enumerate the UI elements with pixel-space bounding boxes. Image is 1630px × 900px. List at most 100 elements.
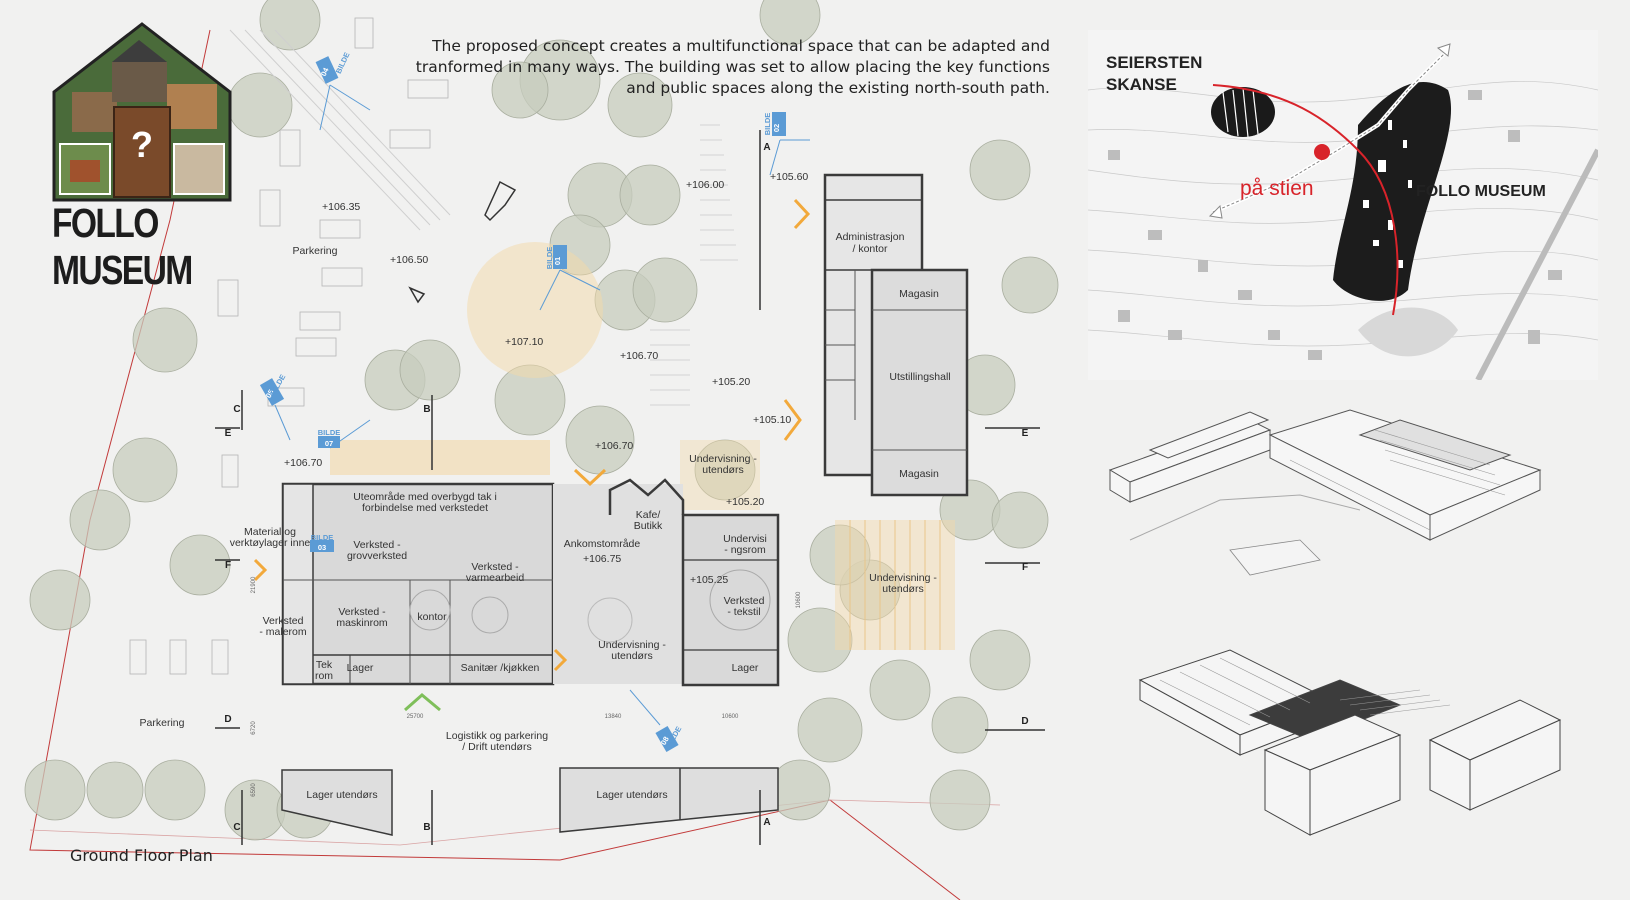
- room-label-logistikk-1: Logistikk og parkering: [446, 730, 548, 742]
- axonometric-drawing: [1138, 649, 1562, 836]
- section-mark: D: [1021, 716, 1028, 727]
- level-label: +106.75: [583, 553, 621, 565]
- room-label-lager-ute-left: Lager utendørs: [306, 789, 377, 801]
- room-label-verksted-tekstil-2: - tekstil: [727, 606, 760, 618]
- map-label-museum: FOLLO MUSEUM: [1416, 183, 1546, 200]
- dimension-labels: 21900 25700 13840 10600 6720 6590 10600: [251, 576, 802, 797]
- section-mark: D: [224, 714, 231, 725]
- room-label-ankomst: Ankomstområde: [564, 538, 641, 550]
- room-label-verksted-grov-2: grovverksted: [347, 550, 407, 562]
- room-label-undervisning-right-1: Undervisning -: [869, 572, 937, 584]
- room-label-lager-left: Lager: [347, 662, 374, 674]
- house-photo-collage-icon: ?: [52, 22, 232, 202]
- section-mark: C: [233, 404, 240, 415]
- axonometric-drawing: [1108, 409, 1542, 576]
- room-label-material-2: verktøylager inne: [230, 537, 311, 549]
- site-context-map: SEIERSTEN SKANSE på stien FOLLO MUSEUM: [1088, 30, 1598, 380]
- room-label-verksted-maler-1: Verksted: [263, 615, 304, 627]
- level-label: +106.50: [390, 254, 428, 266]
- section-mark: F: [225, 560, 231, 571]
- dimension-value: 21900: [251, 576, 257, 593]
- path-line: [1212, 84, 1399, 316]
- room-label-verksted-maler-2: - malerom: [259, 626, 307, 638]
- photo-tag-word: BILDE: [318, 428, 341, 437]
- follo-museum-logo: ? FOLLO MUSEUM: [52, 22, 232, 293]
- room-label-utstilling: Utstillingshall: [889, 371, 950, 383]
- axonometric-view-top: [1100, 400, 1600, 615]
- room-label-undervisning-top-2: utendørs: [702, 464, 743, 476]
- photo-tag-id: 03: [318, 543, 326, 552]
- level-labels: +106.35 +106.50 +106.00 +105.60 +107.10 …: [284, 171, 808, 586]
- level-label: +106.70: [620, 350, 658, 362]
- photo-tag-word: BILDE: [545, 247, 554, 270]
- room-label-magasin-bottom: Magasin: [899, 468, 939, 480]
- plan-title: Ground Floor Plan: [70, 846, 213, 865]
- concept-line: tranformed in many ways. The building wa…: [415, 58, 1050, 76]
- room-label-uteomrade-2: forbindelse med verkstedet: [362, 502, 488, 514]
- logo-wordmark: FOLLO MUSEUM: [52, 200, 193, 293]
- room-label-verksted-tekstil-1: Verksted: [724, 595, 765, 607]
- room-label-magasin-top: Magasin: [899, 288, 939, 300]
- photo-tag-word: BILDE: [763, 113, 772, 136]
- section-mark: A: [763, 142, 770, 153]
- concept-line: and public spaces along the existing nor…: [626, 79, 1050, 97]
- room-labels: Administrasjon / kontor Magasin Utstilli…: [140, 231, 951, 801]
- dimension-value: 6720: [251, 721, 257, 735]
- outdoor-storage: [281, 767, 779, 836]
- room-label-admin-1: Administrasjon: [836, 231, 905, 243]
- room-label-sanitaer: Sanitær /kjøkken: [461, 662, 540, 674]
- room-label-logistikk-2: / Drift utendørs: [462, 741, 531, 753]
- photo-tag-id: 07: [325, 439, 333, 448]
- photo-tag-word: BILDE: [311, 533, 334, 542]
- room-label-material-1: Material og: [244, 526, 296, 538]
- level-label: +107.10: [505, 336, 543, 348]
- map-label-skanse-2: SKANSE: [1106, 75, 1177, 94]
- photo-tag-word: BILDE: [334, 51, 352, 75]
- exhibition-building: [823, 173, 969, 497]
- room-label-parkering-top: Parkering: [293, 245, 338, 257]
- room-label-verksted-maskin-1: Verksted -: [338, 606, 386, 618]
- level-label: +105.20: [712, 376, 750, 388]
- section-mark-letters: A A B B C C D D E E F F: [224, 142, 1028, 833]
- section-mark: E: [1022, 428, 1029, 439]
- level-label: +105.10: [753, 414, 791, 426]
- photo-tag-id: 02: [772, 124, 781, 132]
- level-label: +105.60: [770, 171, 808, 183]
- dimension-value: 6590: [251, 783, 257, 797]
- level-label: +106.70: [595, 440, 633, 452]
- photo-tag-id: 08: [659, 735, 671, 747]
- room-label-admin-2: / kontor: [852, 243, 888, 255]
- room-label-undervisning-right-2: utendørs: [882, 583, 923, 595]
- room-label-kafe-2: Butikk: [634, 520, 663, 532]
- map-label-skanse-1: SEIERSTEN: [1106, 53, 1202, 72]
- location-dot-icon: [1314, 144, 1330, 160]
- concept-line: The proposed concept creates a multifunc…: [432, 37, 1050, 55]
- photo-tag-id: 01: [553, 257, 562, 265]
- dimension-value: 10600: [722, 714, 739, 720]
- tree-canopy-group: [24, 0, 1059, 841]
- section-mark: C: [233, 822, 240, 833]
- site-map-drawing: SEIERSTEN SKANSE på stien FOLLO MUSEUM: [1088, 43, 1598, 380]
- room-label-parkering-bottom: Parkering: [140, 717, 185, 729]
- level-label: +105.25: [690, 574, 728, 586]
- room-label-verksted-varme-2: varmearbeid: [466, 572, 525, 584]
- section-mark: B: [423, 404, 430, 415]
- room-label-tek-2: rom: [315, 670, 333, 682]
- room-label-tek-1: Tek: [316, 659, 333, 671]
- room-label-undervisning-top-1: Undervisning -: [689, 453, 757, 465]
- photo-tag-id: 05: [264, 388, 276, 400]
- section-mark: B: [423, 822, 430, 833]
- section-mark: F: [1022, 562, 1028, 573]
- photo-view-lines: [274, 84, 810, 726]
- room-label-lager-right: Lager: [732, 662, 759, 674]
- concept-description: The proposed concept creates a multifunc…: [380, 36, 1050, 99]
- workshop-building: [281, 478, 780, 687]
- room-label-verksted-grov-1: Verksted -: [353, 539, 401, 551]
- level-label: +106.70: [284, 457, 322, 469]
- section-mark: A: [763, 817, 770, 828]
- north-arrow-icon: [484, 180, 517, 222]
- room-label-undervisningsrom-2: - ngsrom: [724, 544, 766, 556]
- map-label-path: på stien: [1240, 177, 1314, 200]
- room-label-verksted-maskin-2: maskinrom: [336, 617, 388, 629]
